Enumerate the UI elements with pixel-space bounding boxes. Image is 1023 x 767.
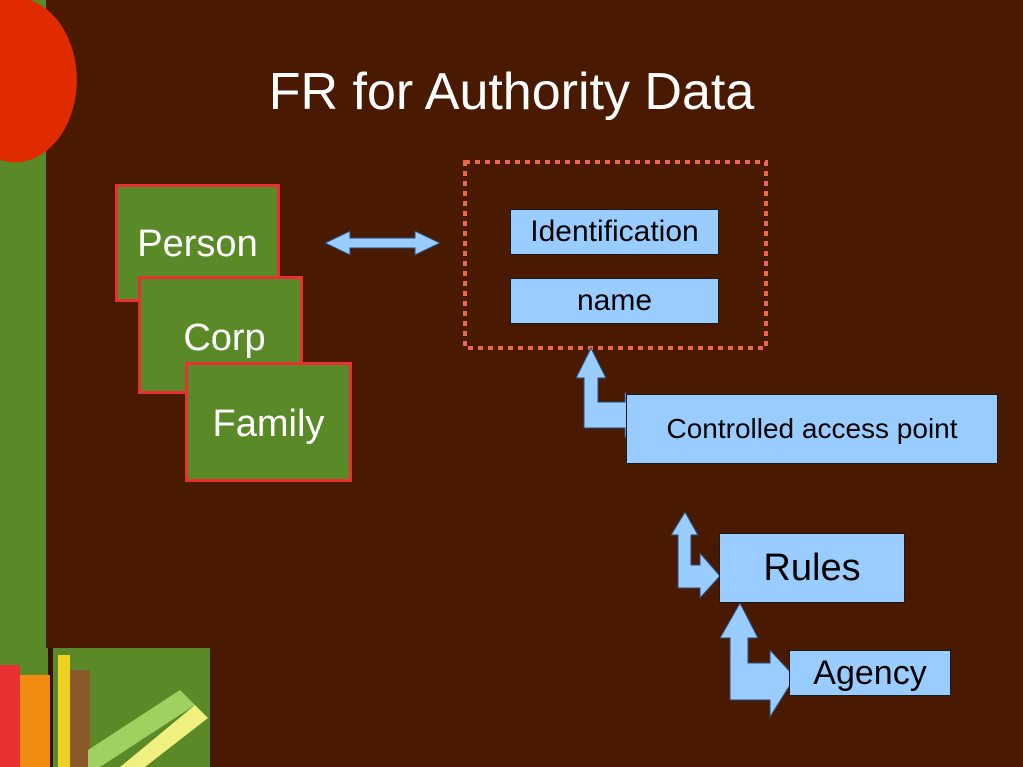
identification-box: Identification	[510, 209, 719, 255]
light-green-stick	[88, 690, 195, 767]
elbow-arrow-agency-icon	[719, 601, 796, 719]
yellow-stick	[120, 705, 208, 767]
dark-divider	[48, 648, 53, 767]
attributes-group-border	[463, 160, 768, 350]
elbow-arrow-rules-icon	[670, 511, 721, 600]
red-circle-accent	[0, 0, 77, 163]
name-label: name	[576, 284, 653, 317]
controlled-access-point-label: Controlled access point	[666, 413, 958, 444]
name-box: name	[510, 278, 719, 324]
brown-stripe	[70, 670, 90, 767]
slide-title: FR for Authority Data	[268, 63, 755, 121]
person-label: Person	[137, 223, 258, 265]
identification-label: Identification	[530, 215, 699, 248]
agency-label: Agency	[813, 653, 927, 692]
orange-stripe	[20, 675, 50, 767]
family-entity-box: Family	[185, 362, 352, 482]
rules-label: Rules	[763, 546, 861, 589]
red-stripe	[0, 665, 20, 767]
corp-label: Corp	[183, 317, 266, 359]
family-label: Family	[212, 403, 325, 445]
double-arrow-icon	[323, 230, 442, 256]
controlled-access-point-box: Controlled access point	[626, 394, 998, 464]
yellow-stripe	[58, 655, 70, 767]
agency-box: Agency	[789, 650, 951, 696]
rules-box: Rules	[719, 533, 905, 603]
